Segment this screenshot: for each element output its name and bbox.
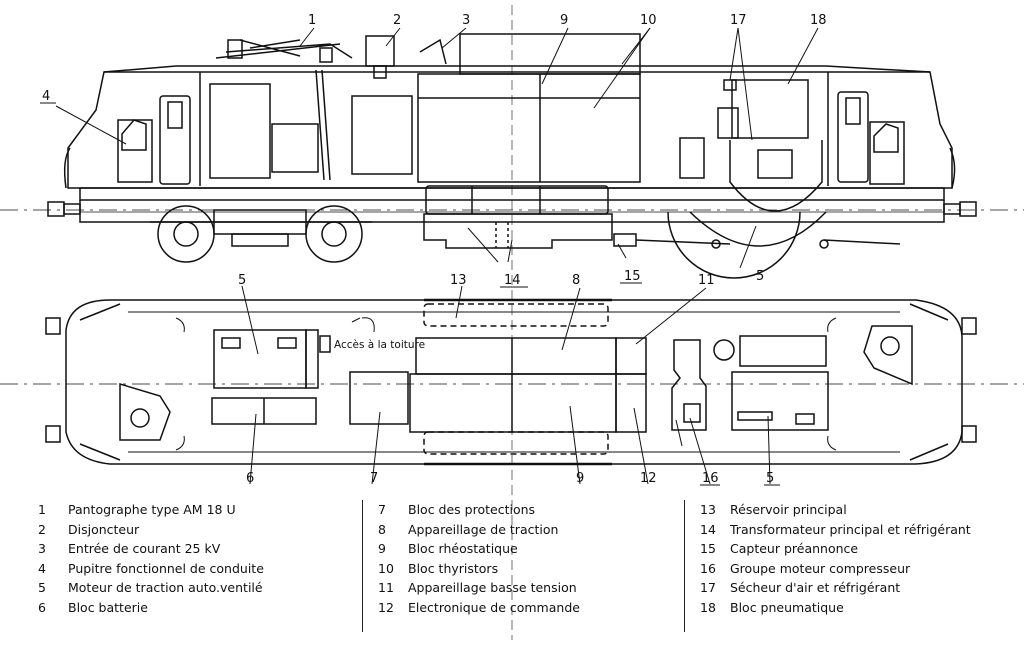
electronics-plan: [615, 373, 647, 433]
callout-15: 15: [624, 269, 641, 284]
callout-8: 8: [572, 273, 580, 288]
legend-separator: [684, 500, 685, 632]
callout-14: 14: [504, 273, 521, 288]
callout-6: 6: [246, 471, 254, 486]
pantograph: [215, 39, 353, 59]
desk-left: [117, 119, 153, 183]
reservoir-plan-top: [423, 303, 609, 327]
dryer-plan: [713, 339, 735, 361]
callout-5-side: 5: [756, 269, 764, 284]
current-entry: [419, 38, 447, 65]
legend-separator: [362, 500, 363, 632]
block-18: [731, 79, 809, 139]
callout-12: 12: [640, 471, 657, 486]
callout-5-plan-left: 5: [238, 273, 246, 288]
callout-1: 1: [308, 13, 316, 28]
callout-17: 17: [730, 13, 747, 28]
callout-13: 13: [450, 273, 467, 288]
transformer-box: [423, 213, 613, 249]
compressor-plan: [671, 339, 707, 431]
plan-view: [0, 298, 1024, 466]
bogie-right: [635, 211, 901, 279]
sensor-15: [613, 233, 637, 247]
callout-labels: 1 2 3 9 10 17 18 4 13 14 15 5 8 11 5 Acc…: [40, 13, 827, 486]
callout-9-bottom: 9: [576, 471, 584, 486]
rheostat-plan: [409, 373, 617, 433]
callout-7: 7: [370, 471, 378, 486]
desk-right: [869, 121, 905, 185]
pneumatic-plan: [739, 335, 827, 367]
side-view: [0, 5, 1024, 640]
callout-5-plan-right: 5: [766, 471, 774, 486]
low-voltage-plan: [615, 337, 647, 375]
callout-2: 2: [393, 13, 401, 28]
reservoir-plan-bottom: [423, 431, 609, 455]
compressor-tank: [729, 140, 823, 212]
plan-outline: [65, 299, 963, 465]
desk-plan-left: [119, 382, 171, 441]
protections-plan: [349, 371, 409, 425]
access-label: Accès à la toiture: [334, 339, 425, 351]
callout-16: 16: [702, 471, 719, 486]
bogie-left: [150, 205, 372, 263]
desk-plan-right: [863, 325, 913, 386]
callout-18: 18: [810, 13, 827, 28]
callout-3: 3: [462, 13, 470, 28]
callout-4: 4: [42, 89, 50, 104]
callout-9-top: 9: [560, 13, 568, 28]
motor-plan-right: [731, 371, 829, 431]
callout-10: 10: [640, 13, 657, 28]
leader-lines: [55, 27, 819, 485]
callout-11: 11: [698, 273, 715, 288]
traction-plan: [415, 337, 617, 375]
